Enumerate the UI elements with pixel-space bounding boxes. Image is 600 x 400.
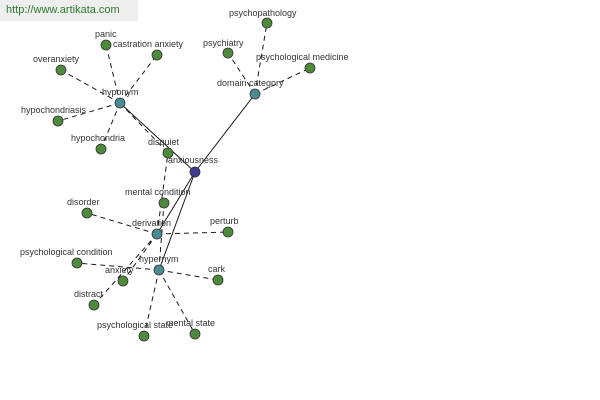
edge-hyponym-overanxiety — [60, 69, 121, 104]
edge-domain-category-psychiatry — [227, 52, 256, 95]
node-disorder[interactable] — [81, 207, 93, 219]
node-label-disorder[interactable]: disorder — [67, 197, 100, 207]
node-perturb[interactable] — [222, 226, 234, 238]
node-domain-category[interactable] — [249, 88, 261, 100]
node-derivation[interactable] — [151, 228, 163, 240]
node-label-cark[interactable]: cark — [208, 264, 226, 274]
edge-derivation-disquiet — [156, 152, 169, 235]
node-psychological-medicine[interactable] — [304, 62, 316, 74]
node-panic[interactable] — [100, 39, 112, 51]
edge-hypernym-mental-condition — [158, 202, 165, 271]
node-psychological-state[interactable] — [138, 330, 150, 342]
node-hypochondriasis[interactable] — [52, 115, 64, 127]
node-hypochondria[interactable] — [95, 143, 107, 155]
edge-derivation-distract — [93, 233, 158, 306]
node-label-hypochondria[interactable]: hypochondria — [71, 133, 125, 143]
node-label-overanxiety[interactable]: overanxiety — [33, 54, 80, 64]
node-label-psychopathology[interactable]: psychopathology — [229, 8, 297, 18]
edge-hypernym-psychological-condition — [76, 262, 160, 271]
node-psychopathology[interactable] — [261, 17, 273, 29]
node-label-hypernym[interactable]: hypernym — [139, 254, 179, 264]
node-label-anxiousness[interactable]: anxiousness — [168, 155, 219, 165]
node-label-perturb[interactable]: perturb — [210, 216, 239, 226]
edge-hypernym-cark — [158, 269, 219, 281]
node-castration-anxiety[interactable] — [151, 49, 163, 61]
edge-hyponym-disquiet — [119, 102, 169, 154]
node-label-domain-category[interactable]: domain category — [217, 78, 284, 88]
edge-anxiousness-derivation — [156, 171, 196, 235]
node-psychiatry[interactable] — [222, 47, 234, 59]
node-anxiety[interactable] — [117, 275, 129, 287]
node-label-derivation[interactable]: derivation — [132, 218, 171, 228]
node-psychological-condition[interactable] — [71, 257, 83, 269]
node-anxiousness[interactable] — [189, 166, 201, 178]
node-label-distract[interactable]: distract — [74, 289, 104, 299]
node-label-castration-anxiety[interactable]: castration anxiety — [113, 39, 184, 49]
node-label-psychiatry[interactable]: psychiatry — [203, 38, 244, 48]
edge-anxiousness-hyponym — [119, 102, 196, 173]
node-label-psychological-medicine[interactable]: psychological medicine — [256, 52, 349, 62]
edge-derivation-anxiety — [122, 233, 158, 282]
node-overanxiety[interactable] — [55, 64, 67, 76]
node-hypernym[interactable] — [153, 264, 165, 276]
edge-hypernym-psychological-state — [143, 269, 160, 337]
node-label-disquiet[interactable]: disquiet — [148, 137, 180, 147]
watermark-url: http://www.artikata.com — [0, 0, 138, 21]
node-label-mental-state[interactable]: mental state — [166, 318, 215, 328]
edge-hyponym-panic — [105, 44, 121, 104]
edge-domain-category-psychopathology — [254, 22, 268, 95]
graph-labels: anxiousness hyponym domain category derivat… — [20, 8, 349, 330]
edge-derivation-disorder — [86, 212, 158, 235]
node-label-mental-condition[interactable]: mental condition — [125, 187, 191, 197]
node-distract[interactable] — [88, 299, 100, 311]
node-label-anxiety[interactable]: anxiety — [105, 265, 134, 275]
node-label-psychological-condition[interactable]: psychological condition — [20, 247, 113, 257]
edge-anxiousness-domain-category — [194, 93, 256, 173]
node-hyponym[interactable] — [114, 97, 126, 109]
node-label-hypochondriasis[interactable]: hypochondriasis — [21, 105, 87, 115]
node-disquiet[interactable] — [162, 147, 174, 159]
edge-hypernym-mental-state — [158, 269, 196, 335]
edge-domain-category-psychological-medicine — [254, 67, 311, 95]
node-mental-condition[interactable] — [158, 197, 170, 209]
edge-hyponym-castration-anxiety — [119, 54, 158, 104]
edge-anxiousness-hypernym — [158, 171, 196, 271]
node-label-hyponym[interactable]: hyponym — [102, 87, 139, 97]
node-label-psychological-state[interactable]: psychological state — [97, 320, 173, 330]
graph-nodes — [52, 17, 316, 342]
node-cark[interactable] — [212, 274, 224, 286]
node-mental-state[interactable] — [189, 328, 201, 340]
edge-hyponym-hypochondriasis — [57, 102, 121, 122]
edge-derivation-perturb — [156, 231, 229, 235]
node-label-panic[interactable]: panic — [95, 29, 117, 39]
graph-edges — [57, 22, 311, 337]
